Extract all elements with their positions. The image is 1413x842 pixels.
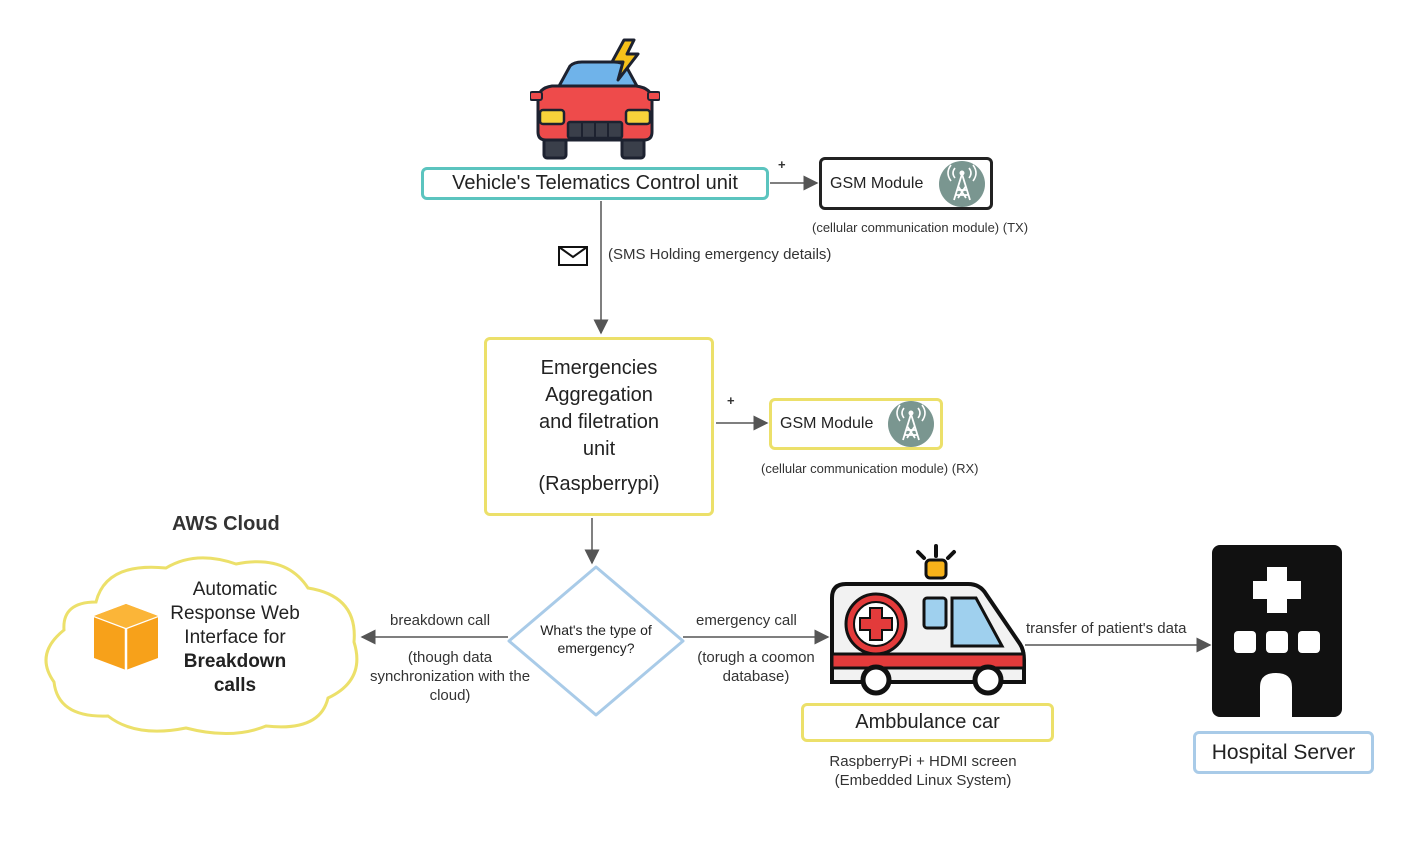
vehicle-tcu-box: Vehicle's Telematics Control unit xyxy=(421,167,769,200)
gsm-rx-suffix: (RX) xyxy=(951,461,979,476)
envelope-icon xyxy=(558,246,588,266)
transfer-label: transfer of patient's data xyxy=(1026,620,1187,637)
gsm-rx-label: GSM Module xyxy=(780,415,874,432)
ambulance-icon xyxy=(830,544,1026,696)
aws-box-icon xyxy=(93,604,159,670)
aws-line-5: calls xyxy=(213,675,257,696)
ambulance-car-box: Ambbulance car xyxy=(801,703,1054,742)
decision-line-1: What's the type of xyxy=(540,622,652,638)
aggregation-line-5: (Raspberrypi) xyxy=(538,473,660,495)
decision-text: What's the type of emergency? xyxy=(516,621,676,657)
aws-line-2: Response Web xyxy=(170,603,300,624)
vehicle-tcu-label: Vehicle's Telematics Control unit xyxy=(452,172,738,194)
gsm-rx-caption: (cellular communication module) xyxy=(761,461,949,476)
cloud-icon xyxy=(44,556,359,735)
breakdown-note-3: cloud) xyxy=(429,687,471,704)
breakdown-note: (though data synchronization with the cl… xyxy=(352,648,548,705)
gsm-tx-plus: + xyxy=(778,157,786,172)
sms-label: (SMS Holding emergency details) xyxy=(608,246,832,263)
gsm-tx-caption: (cellular communication module) xyxy=(812,220,1000,235)
decision-diamond xyxy=(507,565,685,717)
aggregation-line-4: unit xyxy=(582,438,616,460)
aggregation-line-1: Emergencies xyxy=(540,357,658,379)
aws-cloud-title: AWS Cloud xyxy=(172,513,280,535)
aggregation-line-3: and filetration xyxy=(538,411,660,433)
ambulance-car-label: Ambbulance car xyxy=(855,711,1000,733)
ambulance-note-1: RaspberryPi + HDMI screen xyxy=(829,753,1017,770)
hospital-server-label: Hospital Server xyxy=(1211,740,1356,764)
hospital-server-box: Hospital Server xyxy=(1193,731,1374,774)
gsm-rx-plus: + xyxy=(727,393,735,408)
aws-line-3: Interface for xyxy=(184,627,286,648)
gsm-tx-suffix: (TX) xyxy=(1002,220,1029,235)
gsm-tx-label: GSM Module xyxy=(830,174,924,192)
aggregation-unit-box: Emergencies Aggregation and filetration … xyxy=(484,337,714,516)
aws-line-4: Breakdown xyxy=(183,651,287,672)
breakdown-note-1: (though data xyxy=(407,649,493,666)
emergency-note-2: database) xyxy=(722,668,790,685)
breakdown-note-2: synchronization with the xyxy=(369,668,531,685)
car-icon xyxy=(530,60,660,160)
aws-line-1: Automatic xyxy=(192,579,278,600)
decision-line-2: emergency? xyxy=(557,640,635,656)
emergency-note-1: (torugh a coomon xyxy=(697,649,815,666)
aggregation-line-2: Aggregation xyxy=(545,384,653,406)
aws-text: Automatic Response Web Interface for Bre… xyxy=(160,578,310,698)
ambulance-note: RaspberryPi + HDMI screen (Embedded Linu… xyxy=(798,752,1048,790)
emergency-note: (torugh a coomon database) xyxy=(688,648,824,686)
ambulance-note-2: (Embedded Linux System) xyxy=(834,772,1012,789)
lightning-icon xyxy=(610,38,640,82)
antenna-icon xyxy=(888,401,934,447)
hospital-icon xyxy=(1212,545,1342,717)
emergency-call-label: emergency call xyxy=(696,612,797,629)
antenna-icon xyxy=(939,161,985,207)
breakdown-call-label: breakdown call xyxy=(390,612,491,629)
